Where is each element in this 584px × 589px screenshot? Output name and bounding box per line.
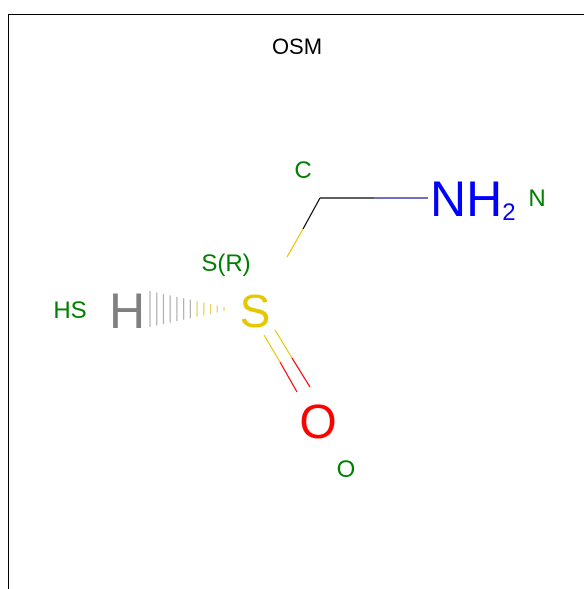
bond-c-s-sulfur-half bbox=[286, 228, 304, 258]
carbon-annotation: C bbox=[294, 157, 311, 184]
bond-s-h-hashed-wedge bbox=[149, 291, 225, 327]
diagram-frame bbox=[8, 14, 584, 589]
hydrogen-annotation: HS bbox=[53, 297, 86, 324]
oxygen-annotation: O bbox=[337, 456, 356, 483]
sulfur-atom: S bbox=[240, 285, 271, 337]
nitrogen-annotation: N bbox=[528, 185, 545, 212]
molecule-title: OSM bbox=[272, 34, 322, 59]
bond-s-o-line2-oxygen-half bbox=[291, 357, 311, 388]
hydrogen-atom: H bbox=[109, 283, 145, 339]
nitrogen-symbol: NH bbox=[430, 171, 502, 227]
bond-s-o-line2-sulfur-half bbox=[274, 329, 293, 359]
oxygen-atom: O bbox=[299, 396, 336, 449]
atoms: NH2 S O H bbox=[109, 171, 516, 449]
bonds bbox=[149, 197, 428, 393]
sulfur-annotation: S(R) bbox=[201, 250, 250, 277]
bond-s-o-line1-oxygen-half bbox=[279, 361, 298, 393]
atom-annotations: C N S(R) O HS bbox=[53, 157, 545, 483]
bond-c-s-carbon-half bbox=[302, 197, 321, 230]
nitrogen-subscript: 2 bbox=[502, 199, 515, 226]
nitrogen-atom: NH2 bbox=[430, 171, 516, 227]
bond-s-o-line1-sulfur-half bbox=[263, 334, 281, 363]
